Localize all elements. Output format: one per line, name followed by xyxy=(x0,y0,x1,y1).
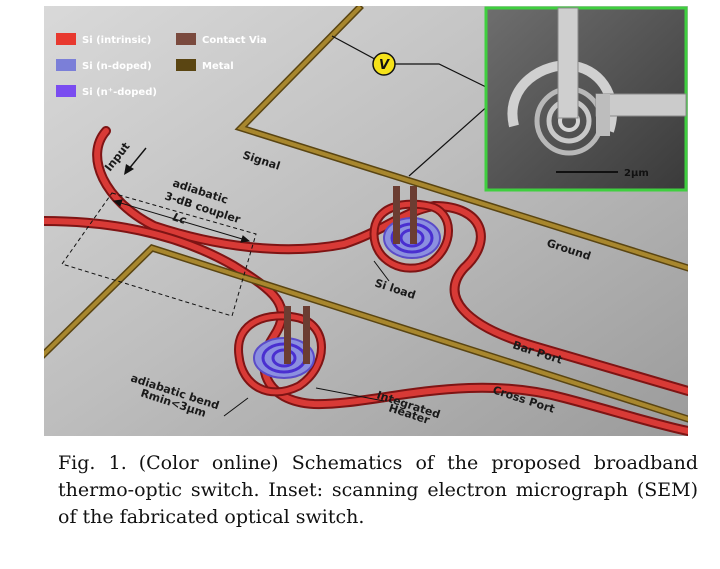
voltmeter-circuit: V xyxy=(331,35,500,177)
heater-pointer xyxy=(315,387,385,402)
ring-lower-top xyxy=(236,313,324,395)
waveguides xyxy=(44,126,688,436)
legend-label-contact-via: Contact Via xyxy=(202,35,267,46)
sem-contact-post xyxy=(596,94,610,136)
coupler-arrow-head-right xyxy=(240,235,251,243)
label-coupler-length: Lc xyxy=(171,210,188,227)
via-upper-right xyxy=(410,186,417,244)
figure-caption: Fig. 1.(Color online) Schematics of the … xyxy=(58,450,698,531)
caption-text: (Color online) Schematics of the propose… xyxy=(58,452,698,528)
input-arrow-head xyxy=(124,164,134,175)
legend-swatch-intrinsic xyxy=(56,33,76,45)
ring-upper-top xyxy=(371,201,451,271)
input-arrow xyxy=(124,147,147,175)
voltmeter-symbol: V xyxy=(379,58,390,73)
legend-swatch-n-plus-doped xyxy=(56,85,76,97)
contact-vias xyxy=(284,186,417,364)
voltmeter-icon xyxy=(372,52,396,76)
sem-contact-pillar xyxy=(557,7,579,119)
pointer-lines xyxy=(223,260,390,417)
legend-label-n-doped: Si (n-doped) xyxy=(82,61,152,72)
input-arrow-line xyxy=(127,147,147,171)
via-lower-right xyxy=(303,306,310,364)
legend: Si (intrinsic) Si (n-doped) Si (n⁺-doped… xyxy=(56,33,267,98)
bend-pointer xyxy=(223,397,249,417)
coupler-dashed-box xyxy=(61,192,257,317)
si-load-pointer xyxy=(373,260,390,282)
legend-label-n-plus-doped: Si (n⁺-doped) xyxy=(82,87,157,98)
via-lower-left xyxy=(284,306,291,364)
legend-swatch-metal xyxy=(176,59,196,71)
metal-lines xyxy=(44,6,688,423)
figure-number: Fig. 1. xyxy=(58,452,127,474)
sem-inset: 2μm xyxy=(484,6,688,192)
coupler-arrow-head-left xyxy=(112,199,123,207)
coupler-length-arrow xyxy=(113,200,250,242)
ground-line-top xyxy=(44,245,688,422)
legend-swatch-contact-via xyxy=(176,33,196,45)
via-upper-left xyxy=(393,186,400,244)
legend-label-metal: Metal xyxy=(202,61,234,72)
legend-swatch-n-doped xyxy=(56,59,76,71)
schematic-figure: Si (intrinsic) Si (n-doped) Si (n⁺-doped… xyxy=(44,6,688,436)
coupler-annotation xyxy=(61,192,257,317)
signal-line-top xyxy=(237,6,688,271)
sem-scale-label: 2μm xyxy=(624,168,649,179)
legend-label-intrinsic: Si (intrinsic) xyxy=(82,35,151,46)
